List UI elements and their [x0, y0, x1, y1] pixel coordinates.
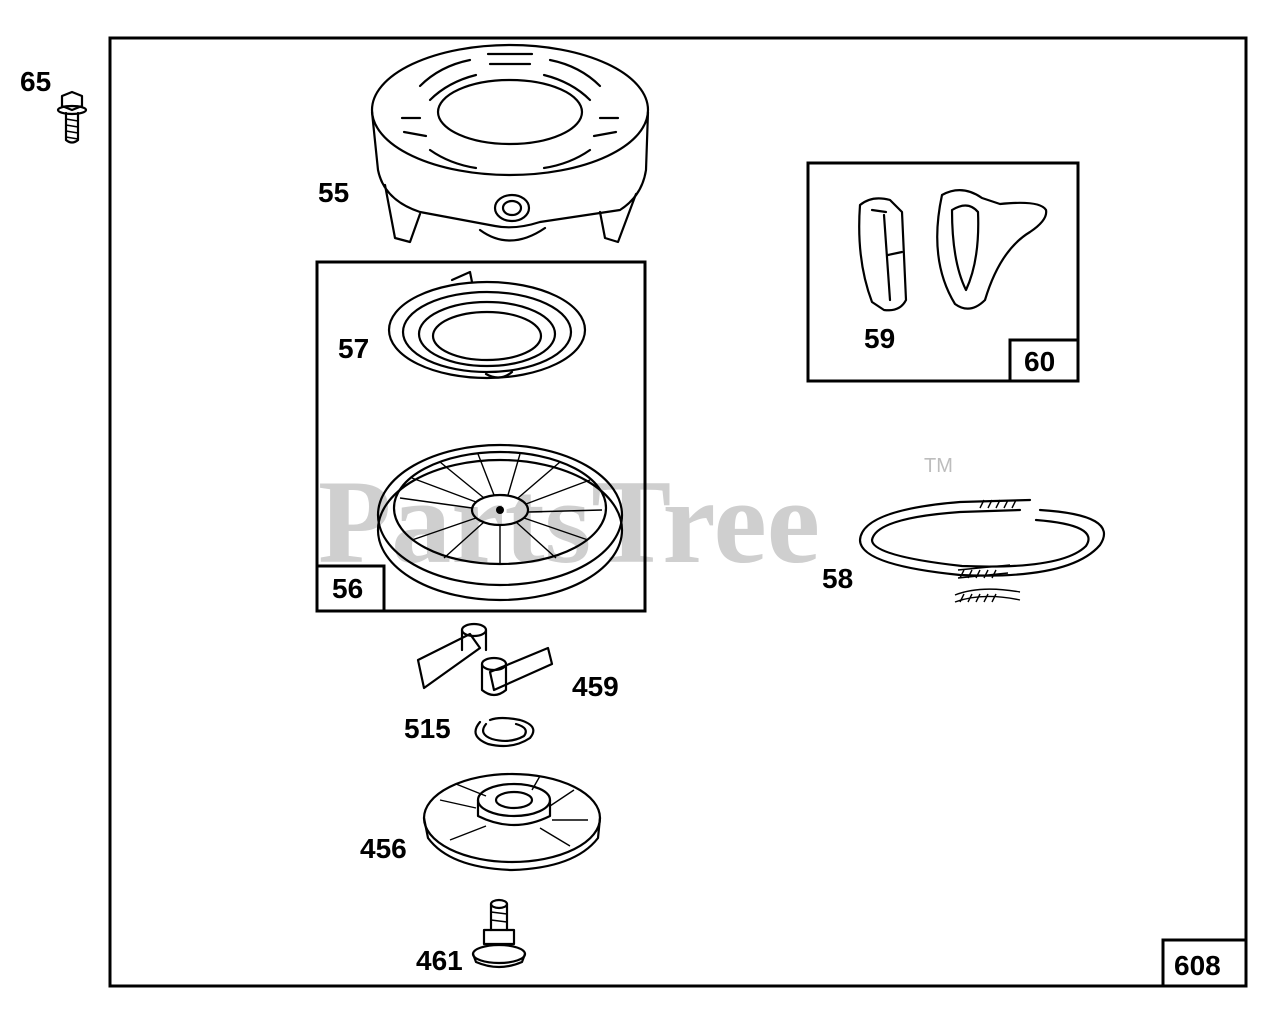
part-label-461: 461 [416, 945, 463, 976]
group-box-56 [315, 260, 647, 613]
group-label-60: 60 [1024, 346, 1055, 377]
diagram-number-tag [1161, 938, 1248, 988]
group-tag-60 [1008, 338, 1080, 383]
diagram-frame [108, 36, 1248, 988]
flange-bolt-icon[interactable] [56, 90, 88, 144]
diagram-number: 608 [1174, 950, 1221, 981]
part-label-456: 456 [360, 833, 407, 864]
starter-rope-icon[interactable] [858, 498, 1106, 603]
center-screw-icon[interactable] [471, 898, 527, 969]
starter-pawl-icon[interactable] [416, 622, 554, 697]
part-label-59: 59 [864, 323, 895, 354]
group-tag-56 [315, 564, 386, 613]
starter-housing-icon[interactable] [370, 43, 650, 244]
starter-handle-icon[interactable] [858, 189, 1048, 312]
part-label-55: 55 [318, 177, 349, 208]
watermark-trademark: TM [924, 455, 953, 477]
group-label-56: 56 [332, 573, 363, 604]
part-label-65: 65 [20, 66, 51, 97]
part-label-58: 58 [822, 563, 853, 594]
watermark-text: PartsTree [318, 455, 820, 588]
retainer-ring-icon[interactable] [474, 716, 535, 748]
part-label-459: 459 [572, 671, 619, 702]
starter-pulley-icon[interactable] [376, 443, 624, 602]
part-label-57: 57 [338, 333, 369, 364]
group-box-60 [806, 161, 1080, 383]
starter-hub-icon[interactable] [422, 772, 602, 872]
part-label-515: 515 [404, 713, 451, 744]
rewind-spring-icon[interactable] [387, 270, 587, 380]
